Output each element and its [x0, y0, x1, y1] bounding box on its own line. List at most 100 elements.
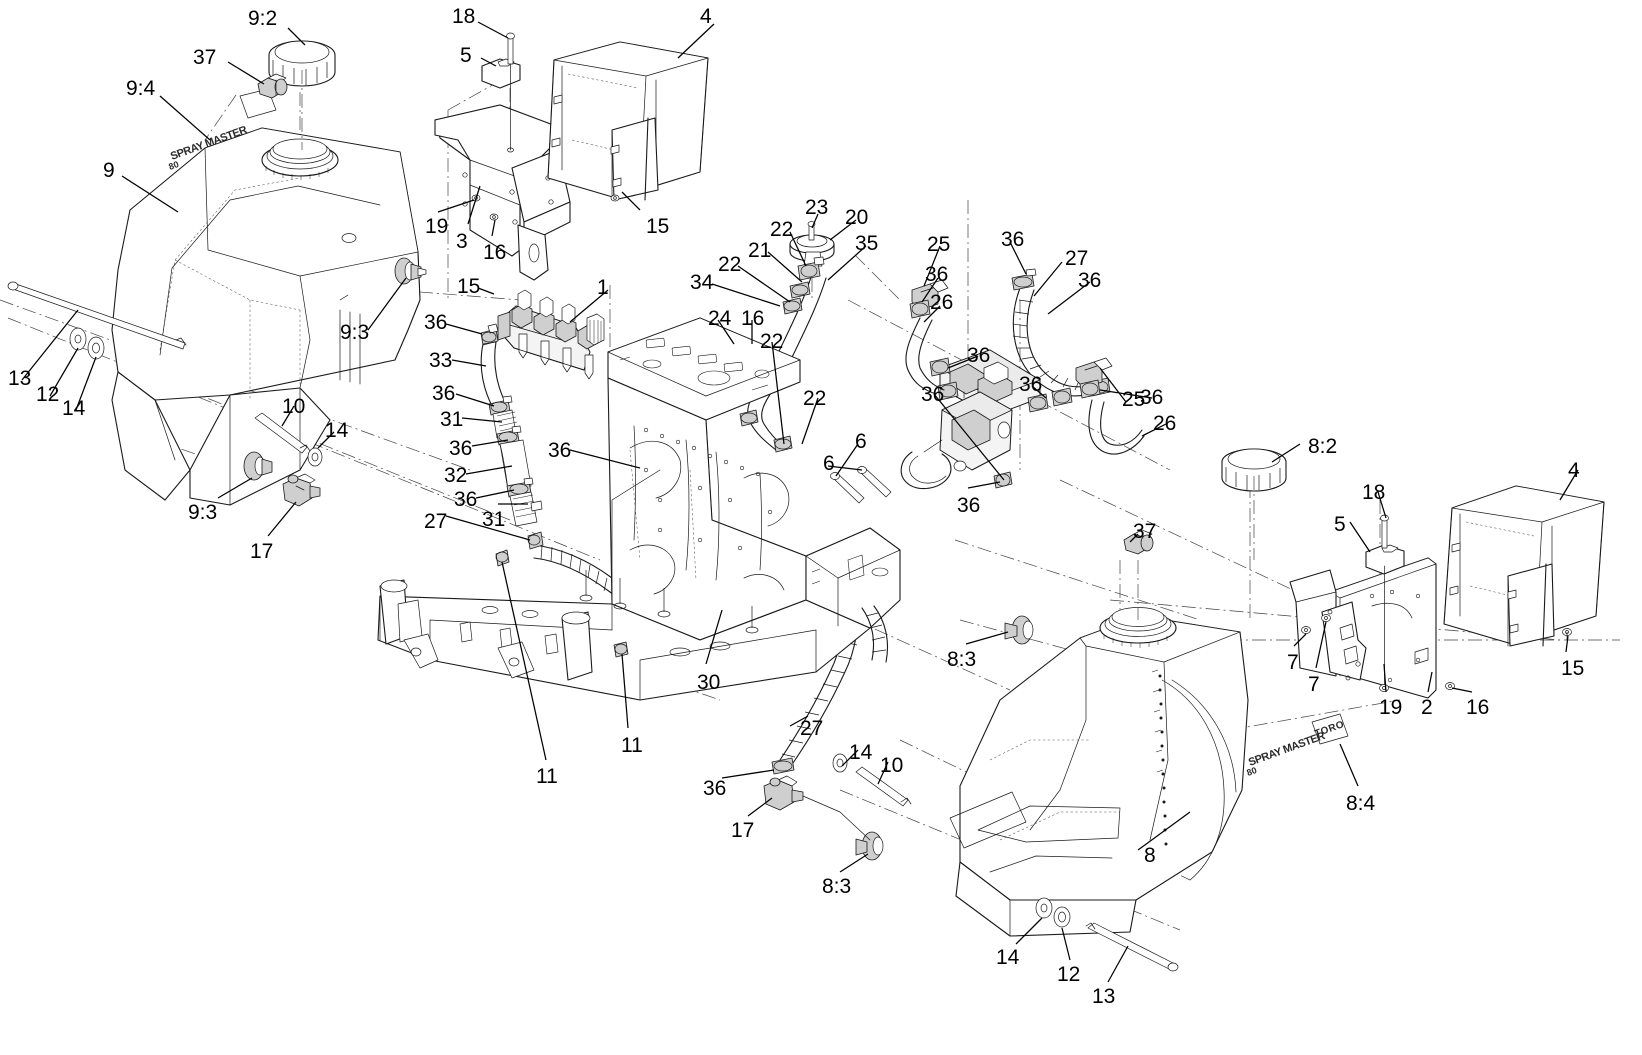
- callout-14: 14: [996, 946, 1020, 969]
- callout-4: 4: [700, 5, 712, 28]
- hose-26-left: [905, 279, 949, 395]
- hose-clamp: [480, 323, 499, 346]
- callout-21: 21: [748, 239, 772, 262]
- callout-4: 4: [1568, 459, 1580, 482]
- callout-36: 36: [1001, 228, 1025, 251]
- right-tank-decal: SPRAY MASTER 80 TORO: [1245, 719, 1346, 778]
- callout-12: 12: [1057, 963, 1081, 986]
- callout-33: 33: [429, 349, 453, 372]
- hose-clamp: [1027, 393, 1049, 413]
- callout-36: 36: [921, 383, 945, 406]
- hose-clamp: [1079, 379, 1101, 399]
- callout-11: 11: [621, 734, 643, 757]
- callout-36: 36: [1019, 373, 1043, 396]
- hose-clamp: [782, 297, 803, 315]
- callout-5: 5: [1334, 513, 1346, 536]
- callout-19: 19: [1379, 696, 1403, 719]
- callout-9-3: 9:3: [340, 321, 370, 344]
- callout-30: 30: [697, 671, 721, 694]
- left-tank-fitting-lower: [243, 451, 273, 481]
- callout-23: 23: [805, 196, 829, 219]
- right-tank-fitting-lower: [855, 831, 884, 861]
- right-panel-assembly: [1289, 514, 1455, 699]
- callout-1: 1: [597, 276, 609, 299]
- left-mount-hardware: [7, 281, 187, 360]
- right-tank-decal-plate: [1311, 713, 1349, 745]
- callout-19: 19: [425, 215, 449, 238]
- hose-clamp: [797, 256, 825, 281]
- left-spray-tank: [111, 88, 421, 506]
- callout-9-2: 9:2: [248, 7, 278, 30]
- hose-26-right: [1075, 357, 1145, 455]
- callout-8-4: 8:4: [1346, 792, 1376, 815]
- right-spray-tank: [855, 448, 1287, 937]
- callout-8-3: 8:3: [822, 875, 852, 898]
- hose-clamp: [1051, 387, 1073, 407]
- right-tank-fitting-upper: [1004, 615, 1034, 645]
- callout-10: 10: [880, 754, 904, 777]
- callout-20: 20: [845, 206, 869, 229]
- right-mount-hardware: [1035, 897, 1179, 972]
- callout-9-3: 9:3: [188, 501, 218, 524]
- callout-36: 36: [967, 344, 991, 367]
- callout-7: 7: [1287, 651, 1299, 674]
- callout-15: 15: [646, 215, 670, 238]
- callout-36: 36: [703, 777, 727, 800]
- callout-13: 13: [8, 367, 32, 390]
- callout-31: 31: [440, 408, 464, 431]
- svg-text:80: 80: [1245, 765, 1258, 778]
- hose-clamp: [929, 357, 951, 377]
- callout-17: 17: [250, 540, 274, 563]
- callout-31: 31: [482, 508, 506, 531]
- callout-25: 25: [1122, 388, 1146, 411]
- callout-10: 10: [282, 395, 306, 418]
- callout-36: 36: [957, 494, 981, 517]
- callout-34: 34: [690, 271, 714, 294]
- callout-14: 14: [849, 741, 873, 764]
- callout-36: 36: [925, 263, 949, 286]
- hose-clamp: [739, 409, 759, 427]
- bolts-6: [830, 466, 892, 504]
- hose-clamp: [773, 435, 793, 453]
- callout-13: 13: [1092, 985, 1116, 1008]
- right-tank-cap: [1221, 448, 1287, 560]
- callout-16: 16: [741, 307, 765, 330]
- upper-basket: [547, 41, 709, 202]
- hydraulic-pump-assembly: [900, 349, 1073, 490]
- callout-22: 22: [803, 387, 827, 410]
- callout-8-2: 8:2: [1308, 435, 1338, 458]
- callout-35: 35: [855, 232, 879, 255]
- callout-15: 15: [1561, 657, 1585, 680]
- left-tank-fitting-upper: [394, 257, 427, 285]
- callout-14: 14: [62, 397, 86, 420]
- callout-24: 24: [708, 307, 732, 330]
- machine-chassis: [377, 317, 901, 701]
- callout-36: 36: [424, 311, 448, 334]
- shutoff-valve-17-right: [763, 775, 871, 841]
- callout-27: 27: [800, 717, 824, 740]
- left-tank-elbow-fitting: [257, 73, 288, 99]
- left-bracket-assembly: [434, 32, 571, 281]
- callout-22: 22: [718, 253, 742, 276]
- callout-9: 9: [103, 159, 115, 182]
- callout-18: 18: [452, 5, 476, 28]
- right-rod-10: [832, 753, 912, 807]
- callout-3: 3: [456, 230, 468, 253]
- callout-36: 36: [548, 439, 572, 462]
- callout-37: 37: [1133, 520, 1157, 543]
- callout-5: 5: [460, 44, 472, 67]
- callout-25: 25: [927, 233, 951, 256]
- leader-lines: [21, 21, 1579, 983]
- callout-11: 11: [536, 765, 558, 788]
- callout-37: 37: [193, 46, 217, 69]
- callout-6: 6: [855, 430, 867, 453]
- control-valve-block: [497, 289, 605, 380]
- hose-clamp: [937, 381, 959, 401]
- hose-clamp: [993, 471, 1013, 489]
- callout-16: 16: [483, 241, 507, 264]
- callout-26: 26: [930, 291, 954, 314]
- callout-26: 26: [1153, 412, 1177, 435]
- hose-clamp: [789, 281, 811, 299]
- callout-12: 12: [36, 383, 60, 406]
